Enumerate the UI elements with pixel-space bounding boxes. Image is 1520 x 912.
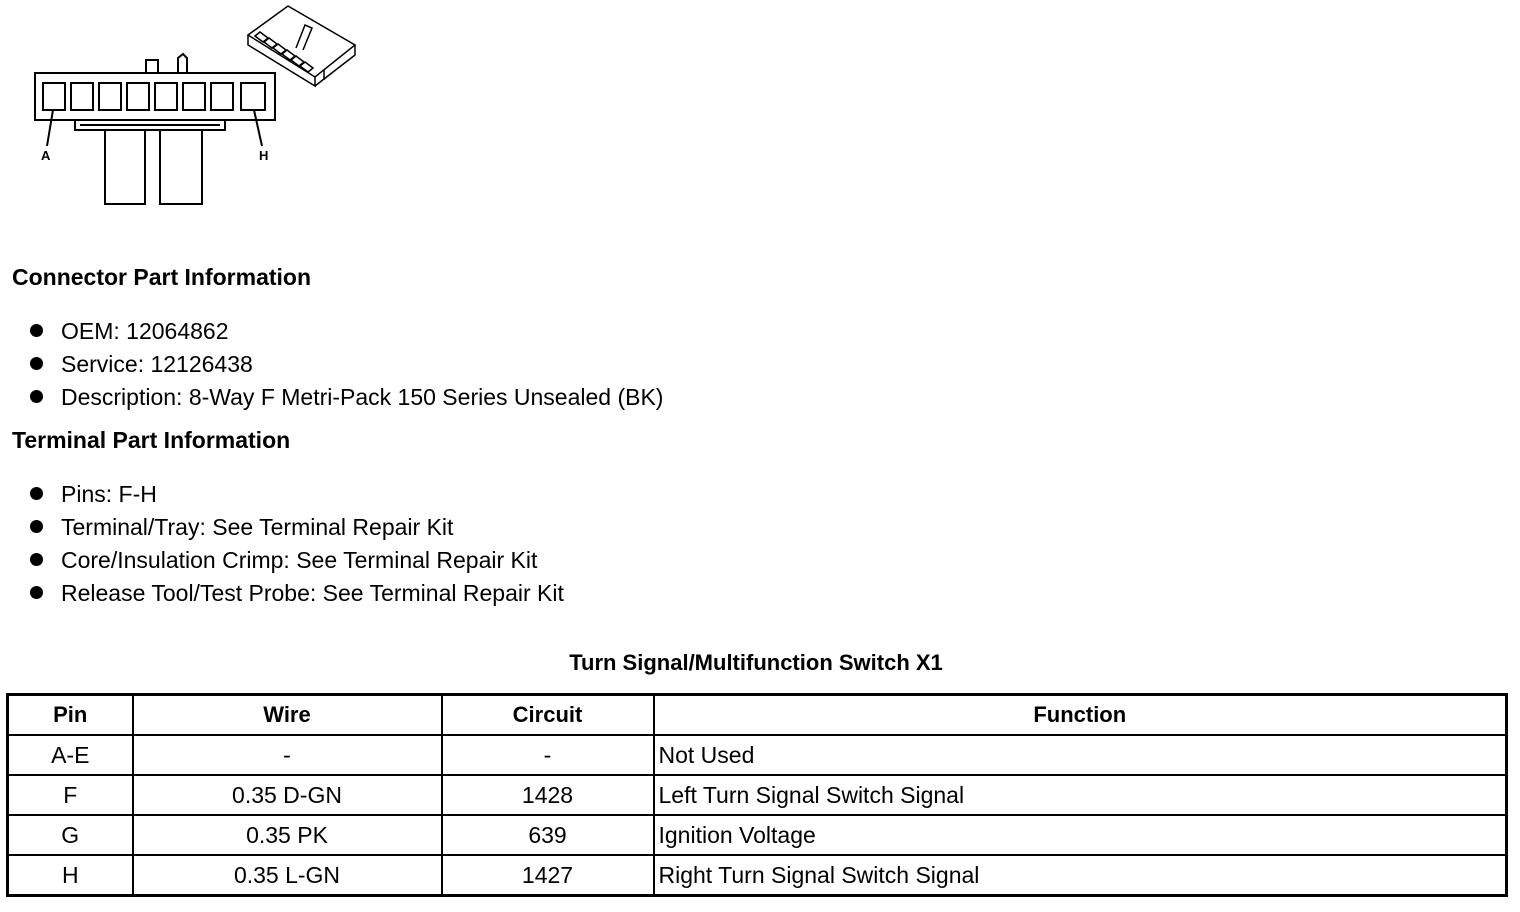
pin-cell: F xyxy=(6,774,134,816)
table-header-row: Pin Wire Circuit Function xyxy=(6,693,1508,736)
function-cell: Left Turn Signal Switch Signal xyxy=(652,774,1508,816)
wire-cell: 0.35 L-GN xyxy=(131,854,443,897)
wire-cell: 0.35 PK xyxy=(131,814,443,856)
pin-cell: H xyxy=(6,854,134,897)
table-title: Turn Signal/Multifunction Switch X1 xyxy=(569,650,943,675)
wire-cell: - xyxy=(131,734,443,776)
bullet-icon xyxy=(30,520,43,534)
pinout-table: Pin Wire Circuit Function A-E - - Not Us… xyxy=(6,693,1508,897)
list-item: Pins: F-H xyxy=(30,478,564,511)
list-item: Service: 12126438 xyxy=(30,348,663,381)
terminal-part-info-list: Pins: F-H Terminal/Tray: See Terminal Re… xyxy=(30,478,564,610)
bullet-icon xyxy=(30,324,43,338)
list-item: Description: 8-Way F Metri-Pack 150 Seri… xyxy=(30,381,663,414)
connector-diagram: A H xyxy=(34,5,357,205)
bullet-icon xyxy=(30,390,43,404)
pin-h-label: H xyxy=(259,148,268,163)
table-row: G 0.35 PK 639 Ignition Voltage xyxy=(6,814,1508,856)
table-row: H 0.35 L-GN 1427 Right Turn Signal Switc… xyxy=(6,854,1508,897)
column-header-wire: Wire xyxy=(131,693,443,736)
column-header-circuit: Circuit xyxy=(440,693,655,736)
circuit-cell: 639 xyxy=(440,814,655,856)
connector-part-info-heading: Connector Part Information xyxy=(12,264,312,290)
wire-cell: 0.35 D-GN xyxy=(131,774,443,816)
circuit-cell: 1428 xyxy=(440,774,655,816)
function-cell: Right Turn Signal Switch Signal xyxy=(652,854,1508,897)
pin-cell: G xyxy=(6,814,134,856)
circuit-cell: 1427 xyxy=(440,854,655,897)
table-row: F 0.35 D-GN 1428 Left Turn Signal Switch… xyxy=(6,774,1508,816)
pin-cell: A-E xyxy=(6,734,134,776)
column-header-pin: Pin xyxy=(6,693,134,736)
list-item: Core/Insulation Crimp: See Terminal Repa… xyxy=(30,544,564,577)
list-item: Release Tool/Test Probe: See Terminal Re… xyxy=(30,577,564,610)
function-cell: Ignition Voltage xyxy=(652,814,1508,856)
connector-part-info-list: OEM: 12064862 Service: 12126438 Descript… xyxy=(30,315,663,414)
circuit-cell: - xyxy=(440,734,655,776)
list-item: OEM: 12064862 xyxy=(30,315,663,348)
terminal-part-info-heading: Terminal Part Information xyxy=(12,427,291,453)
bullet-icon xyxy=(30,553,43,567)
column-header-function: Function xyxy=(652,693,1508,736)
function-cell: Not Used xyxy=(652,734,1508,776)
table-row: A-E - - Not Used xyxy=(6,734,1508,776)
bullet-icon xyxy=(30,357,43,371)
list-item: Terminal/Tray: See Terminal Repair Kit xyxy=(30,511,564,544)
bullet-icon xyxy=(30,586,43,600)
pin-a-label: A xyxy=(41,148,51,163)
connector-isometric-view xyxy=(246,5,357,88)
bullet-icon xyxy=(30,487,43,501)
